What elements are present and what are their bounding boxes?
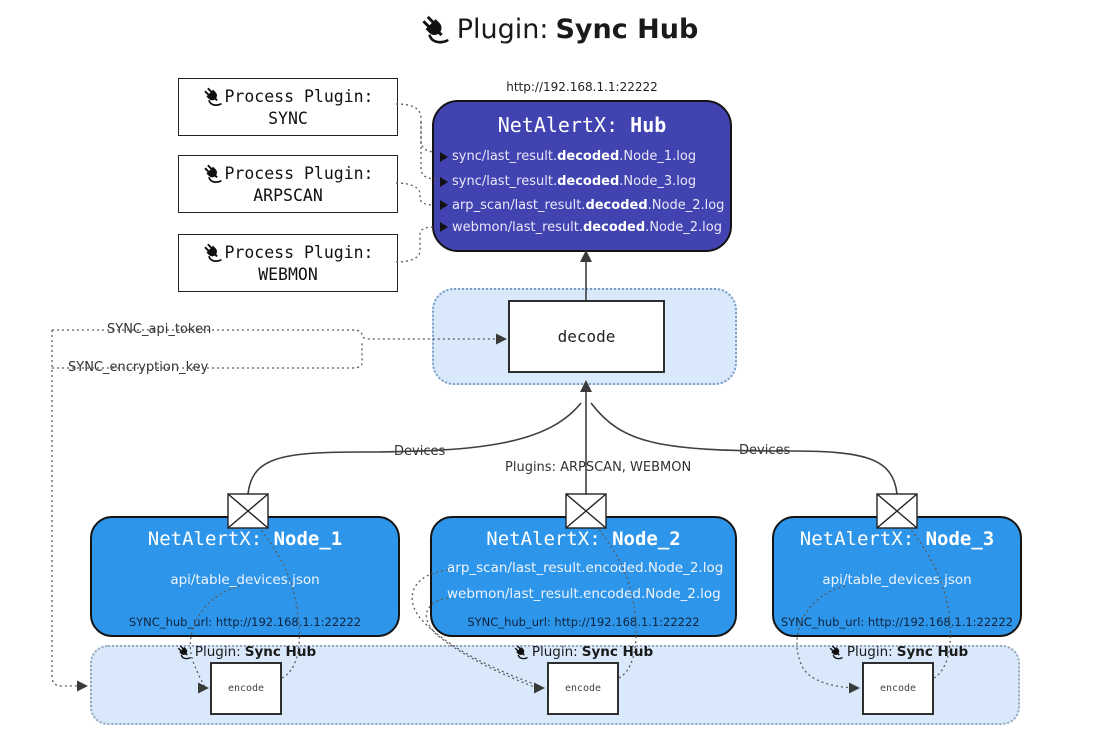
process-plugin-name: SYNC [268,108,308,128]
plug-icon [202,242,223,262]
hub-box: NetAlertX: Hub sync/last_result.decoded.… [432,100,732,252]
process-plugin-webmon-box: Process Plugin: WEBMON [178,234,398,292]
process-plugin-name: ARPSCAN [253,185,323,205]
node3-box: NetAlertX: Node_3 api/table_devices.json… [772,516,1022,637]
node2-title: NetAlertX: Node_2 [486,528,681,550]
decode-box: decode [508,300,665,373]
plug-icon [827,644,843,659]
process-plugin-arpscan-box: Process Plugin: ARPSCAN [178,155,398,213]
node2-hub-url: SYNC_hub_url: http://192.168.1.1:22222 [467,615,700,629]
node1-file: api/table_devices.json [170,572,320,588]
encode-box-3: encode [862,662,934,715]
band-plugin-label-2: Plugin:Sync Hub [493,644,673,660]
hub-title: NetAlertX: Hub [434,113,730,137]
plug-icon [202,163,223,183]
page-title-bold: Sync Hub [555,14,699,45]
node2-box: NetAlertX: Node_2 arp_scan/last_result.e… [430,516,737,637]
devices-right-label: Devices [735,443,795,458]
process-plugin-label: Process Plugin: [224,243,374,262]
process-plugin-label: Process Plugin: [224,164,374,183]
hub-log-line: webmon/last_result.decoded.Node_2.log [434,216,730,238]
node3-title: NetAlertX: Node_3 [799,528,995,550]
arrow-right-icon [440,222,448,232]
band-plugin-label-3: Plugin:Sync Hub [808,644,988,660]
node1-title: NetAlertX: Node_1 [147,528,343,550]
page-title-prefix: Plugin: [456,14,549,45]
sync-api-token-label: SYNC_api_token [103,322,216,337]
node2-file: webmon/last_result.encoded.Node_2.log [447,586,721,602]
node3-hub-url: SYNC_hub_url: http://192.168.1.1:22222 [780,615,1014,629]
encode-box-1: encode [210,662,282,715]
process-plugin-sync-box: Process Plugin: SYNC [178,78,398,136]
node1-hub-url: SYNC_hub_url: http://192.168.1.1:22222 [128,615,362,629]
hub-log-line: sync/last_result.decoded.Node_3.log [434,169,730,194]
plug-icon [418,14,449,44]
node1-box: NetAlertX: Node_1 api/table_devices.json… [90,516,400,637]
node2-file: arp_scan/last_result.encoded.Node_2.log [447,560,724,576]
encode-box-2: encode [547,662,619,715]
arrow-right-icon [440,200,448,210]
hub-log-line: arp_scan/last_result.decoded.Node_2.log [434,194,730,216]
hub-log-line: sync/last_result.decoded.Node_1.log [434,144,730,169]
sync-encryption-key-label: SYNC_encryption_key [64,360,213,375]
arrow-right-icon [440,176,448,187]
plug-icon [512,644,528,659]
devices-left-label: Devices [390,444,450,459]
band-plugin-label-1: Plugin:Sync Hub [156,644,336,660]
hub-title-prefix: NetAlertX: [497,113,631,137]
node3-file: api/table_devices.json [822,572,972,588]
arrow-right-icon [440,151,448,162]
plugins-center-label: Plugins: ARPSCAN, WEBMON [501,460,696,475]
hub-url-label: http://192.168.1.1:22222 [506,80,658,94]
page-title: Plugin: Sync Hub [0,14,1117,45]
hub-title-bold: Hub [630,113,667,137]
process-plugin-label: Process Plugin: [224,87,374,106]
process-plugin-name: WEBMON [258,264,318,284]
plug-icon [175,644,191,659]
plug-icon [202,86,223,106]
